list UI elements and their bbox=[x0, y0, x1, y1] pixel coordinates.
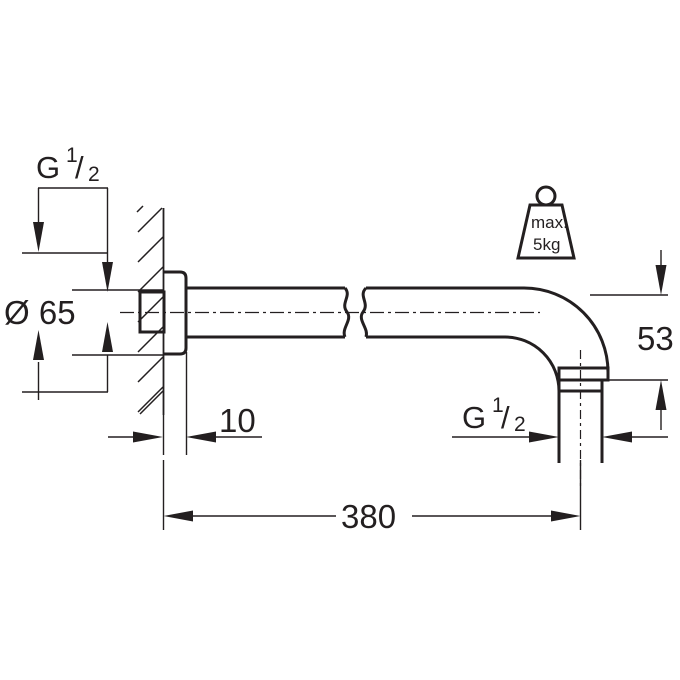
elbow-outer-curve bbox=[523, 286, 610, 373]
length-arrow-right bbox=[551, 510, 581, 522]
length-arrow-left bbox=[163, 510, 193, 522]
outlet-thread-numerator: 1 bbox=[492, 394, 504, 417]
flange-diameter-label: Ø 65 bbox=[4, 294, 76, 331]
flange-diameter-dimension: Ø 65 bbox=[4, 188, 163, 400]
offset-arrow-left bbox=[133, 431, 163, 443]
inlet-thread-numerator: 1 bbox=[66, 144, 78, 167]
callout-arrowhead bbox=[102, 262, 113, 292]
max-load-badge: max. 5kg bbox=[516, 185, 576, 260]
inlet-thread-callout: G 1 / 2 bbox=[36, 144, 113, 292]
overall-length-dimension: 380 bbox=[162, 460, 582, 535]
drop-height-dimension: 53 bbox=[590, 250, 674, 430]
inlet-thread-g-letter: G bbox=[36, 150, 60, 185]
outlet-thread-g-letter: G bbox=[462, 400, 486, 435]
dia-arrow-upper bbox=[33, 222, 44, 252]
pipe-horizontal-run bbox=[120, 286, 540, 339]
outlet-callout-arrow bbox=[529, 431, 559, 443]
inlet-thread-denominator: 2 bbox=[88, 163, 100, 186]
outlet-thread-band-upper bbox=[557, 366, 610, 382]
elbow-inner-curve bbox=[504, 335, 561, 392]
wall-offset-label: 10 bbox=[219, 402, 256, 439]
dia-arrow-lower bbox=[33, 330, 44, 360]
offset-arrow-right bbox=[186, 431, 216, 443]
flange-outer-profile bbox=[163, 270, 188, 356]
outlet-thread-callout: G 1 / 2 bbox=[452, 394, 668, 443]
inlet-thread-slash: / bbox=[75, 150, 84, 185]
outlet-width-arrow bbox=[602, 431, 632, 443]
max-load-line2: 5kg bbox=[533, 235, 560, 254]
pipe-elbow-and-outlet bbox=[504, 286, 610, 490]
max-load-line1: max. bbox=[531, 213, 568, 232]
overall-length-label: 380 bbox=[341, 498, 396, 535]
outlet-thread-denominator: 2 bbox=[514, 413, 526, 436]
wall-offset-dimension: 10 bbox=[108, 352, 262, 455]
drop-arrow-upper bbox=[655, 265, 667, 295]
dia-arrow-inner-lower bbox=[102, 322, 113, 352]
weight-icon-ring bbox=[535, 185, 557, 207]
wall-hatching bbox=[136, 205, 164, 415]
outlet-thread-slash: / bbox=[501, 400, 510, 435]
weight-icon-body bbox=[516, 203, 576, 260]
drop-arrow-lower bbox=[655, 380, 667, 410]
drop-height-label: 53 bbox=[637, 320, 674, 357]
